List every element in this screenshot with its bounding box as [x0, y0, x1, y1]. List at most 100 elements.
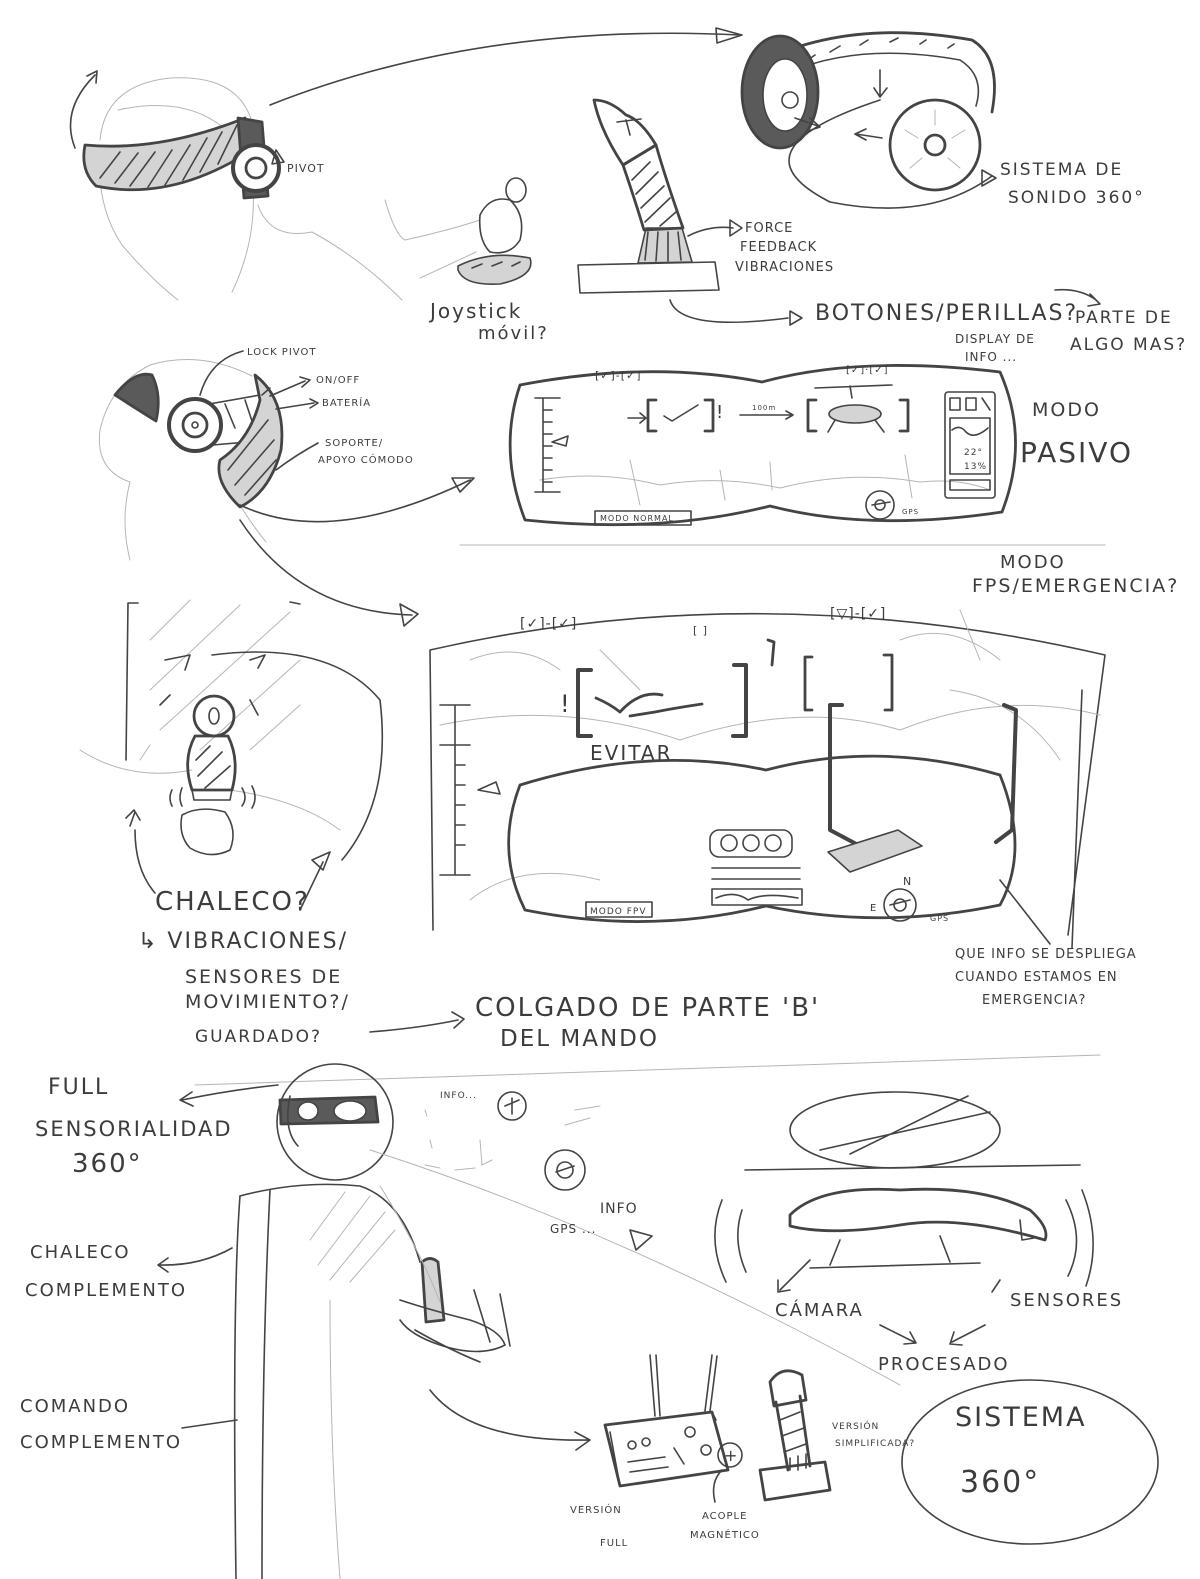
- emergency-question-3: EMERGENCIA?: [982, 993, 1086, 1008]
- passive-gps-label: GPS: [902, 508, 919, 516]
- coupling-label-1: ACOPLE: [702, 1511, 747, 1522]
- drone-target-bracket: [806, 398, 910, 433]
- mode-normal-box: [594, 510, 692, 526]
- joystick-grip: [592, 98, 658, 167]
- lock-pivot-label: LOCK PIVOT: [247, 347, 316, 358]
- plus-circle: [717, 1442, 743, 1468]
- part-of-label-2: ALGO MAS?: [1070, 335, 1187, 355]
- vest-complement-label-1: CHALECO: [30, 1242, 131, 1263]
- vest-line-4: GUARDADO?: [195, 1027, 322, 1047]
- target-bracket: [646, 398, 715, 433]
- obstacle-birds: [594, 692, 704, 718]
- mode-normal-label: MODO NORMAL: [600, 514, 674, 523]
- person-joystick: [420, 1257, 446, 1324]
- info-label: INFO: [600, 1201, 638, 1217]
- fps-inner-visor: [507, 754, 1017, 923]
- right-earcup: [888, 98, 982, 192]
- sound-system-label-2: SONIDO 360°: [1008, 188, 1145, 208]
- battery-label: BATERÍA: [322, 396, 371, 409]
- simple-version-label-1: VERSIÓN: [832, 1420, 879, 1432]
- fps-mode-title-2: FPS/EMERGENCIA?: [972, 575, 1179, 597]
- fps-hud-outer-frame: [429, 612, 1106, 936]
- vest-complement-label-2: COMPLEMENTO: [25, 1280, 187, 1301]
- sound-system-label-1: SISTEMA DE: [1000, 160, 1123, 180]
- hand-held-joystick-sketch: Joystick móvil?: [384, 177, 549, 344]
- controllers-sketch: + VERSIÓN FULL ACOPLE MAGNÉTICO VERSIÓN …: [570, 1354, 915, 1549]
- simple-joystick-stick: [774, 1394, 812, 1472]
- controller-antennas: [649, 1354, 718, 1417]
- coupling-label-2: MAGNÉTICO: [690, 1528, 760, 1541]
- command-complement-label-1: COMANDO: [20, 1396, 130, 1417]
- buttons-label: BOTONES/PERILLAS?: [815, 301, 1078, 326]
- emergency-question-2: CUANDO ESTAMOS EN: [955, 970, 1118, 985]
- system-360-label-2: 360°: [960, 1465, 1040, 1500]
- person-full-system-sketch: [233, 1063, 511, 1579]
- landing-bracket: [828, 703, 1018, 848]
- simple-joystick-grip: [768, 1369, 808, 1408]
- drone-sketch: CÁMARA SENSORES PROCESADO: [714, 1091, 1123, 1375]
- vest-line-2: SENSORES DE: [185, 966, 342, 988]
- part-of-label-1: PARTE DE: [1075, 308, 1173, 328]
- connector-curve-to-system: [369, 1149, 901, 1386]
- connector-arrow-to-fps-hud: [239, 519, 419, 627]
- path-arrow: [827, 829, 923, 873]
- vest-line-3: MOVIMIENTO?/: [185, 991, 350, 1013]
- pivot-arrow: [271, 149, 285, 165]
- joystick-base: [577, 261, 720, 294]
- force-feedback-label-1: FORCE: [745, 221, 793, 236]
- headphones-sketch: SISTEMA DE SONIDO 360°: [740, 31, 1145, 209]
- simple-version-label-2: SIMPLIFICADA?: [835, 1439, 915, 1449]
- joystick-mobile-label-2: móvil?: [478, 323, 549, 344]
- full-controller: [603, 1410, 730, 1488]
- sound-arrow: [981, 169, 997, 187]
- target-icon: [497, 1091, 527, 1121]
- gauge-cluster: [709, 829, 793, 858]
- fps-hud-sketch: [✓]-[✓] [ ] [▽]-[✓] ! EVITAR MODO FPV N …: [429, 606, 1137, 1008]
- fps-mode-title-1: MODO: [1000, 552, 1066, 573]
- compass-north: N: [903, 875, 912, 888]
- status-panel: [944, 391, 996, 499]
- earcup: [231, 143, 281, 193]
- fps-alert-mark: !: [560, 690, 572, 718]
- temperature-readout: 22°: [964, 448, 983, 458]
- visor-band: [82, 116, 254, 192]
- system-360-label-1: SISTEMA: [955, 1402, 1087, 1433]
- plus-sign: +: [724, 1446, 738, 1465]
- gps-compass-icon: [544, 1149, 586, 1191]
- pivot-label: PIVOT: [287, 162, 325, 175]
- fps-gps-label: GPS: [930, 914, 949, 923]
- full-sensory-label-1: FULL: [48, 1075, 109, 1100]
- mode-fpv-label: MODO FPV: [590, 907, 647, 917]
- force-feedback-joystick-sketch: FORCE FEEDBACK VIBRACIONES: [577, 98, 833, 294]
- compass-icon: [865, 490, 895, 520]
- passive-alert-mark: !: [716, 402, 725, 423]
- connector-arrow-to-passive-hud: [239, 477, 475, 523]
- passive-top-right-indicator: [✓]·[✓]: [846, 365, 889, 376]
- full-sensory-label-3: 360°: [72, 1149, 143, 1179]
- full-sensory-label-2: SENSORIALIDAD: [35, 1117, 233, 1141]
- vest-joystick-top: [192, 694, 236, 738]
- fps-top-left-indicator: [✓]-[✓]: [520, 616, 577, 632]
- side-headset-sketch: LOCK PIVOT ON/OFF BATERÍA SOPORTE/ APOYO…: [98, 347, 414, 561]
- passive-hud-sketch: [✓]-[✓] [✓]·[✓] ! 100m 22° 13% GPS MODO …: [508, 364, 1133, 527]
- full-version-label-2: FULL: [600, 1538, 628, 1549]
- rotate-arrow: [69, 70, 98, 149]
- drone-body: [788, 1187, 1048, 1242]
- connector-arrow-to-headphones: [269, 27, 743, 106]
- display-info-label-1: DISPLAY DE: [955, 332, 1035, 346]
- system-labels-left: FULL SENSORIALIDAD 360° CHALECO COMPLEME…: [20, 1075, 279, 1453]
- joystick-stick: [621, 143, 685, 232]
- section-divider-2: [194, 1054, 1101, 1086]
- sensors-label: SENSORES: [1010, 1290, 1123, 1311]
- passive-mode-title-2: PASIVO: [1020, 436, 1133, 469]
- emergency-question-1: QUE INFO SE DESPLIEGA: [955, 947, 1137, 962]
- command-complement-label-2: COMPLEMENTO: [20, 1432, 182, 1453]
- fps-top-right-indicator: [▽]-[✓]: [830, 606, 886, 622]
- gps-label: GPS ...: [550, 1222, 596, 1236]
- fps-altitude-ladder: [439, 704, 471, 876]
- vest-joystick-sketch: CHALECO? ↳ VIBRACIONES/ SENSORES DE MOVI…: [79, 599, 818, 1052]
- support-label-2: APOYO CÓMODO: [318, 453, 414, 466]
- obstacle-bracket: [576, 663, 748, 738]
- support-label-1: SOPORTE/: [325, 438, 383, 449]
- passive-distance-readout: 100m: [752, 404, 776, 412]
